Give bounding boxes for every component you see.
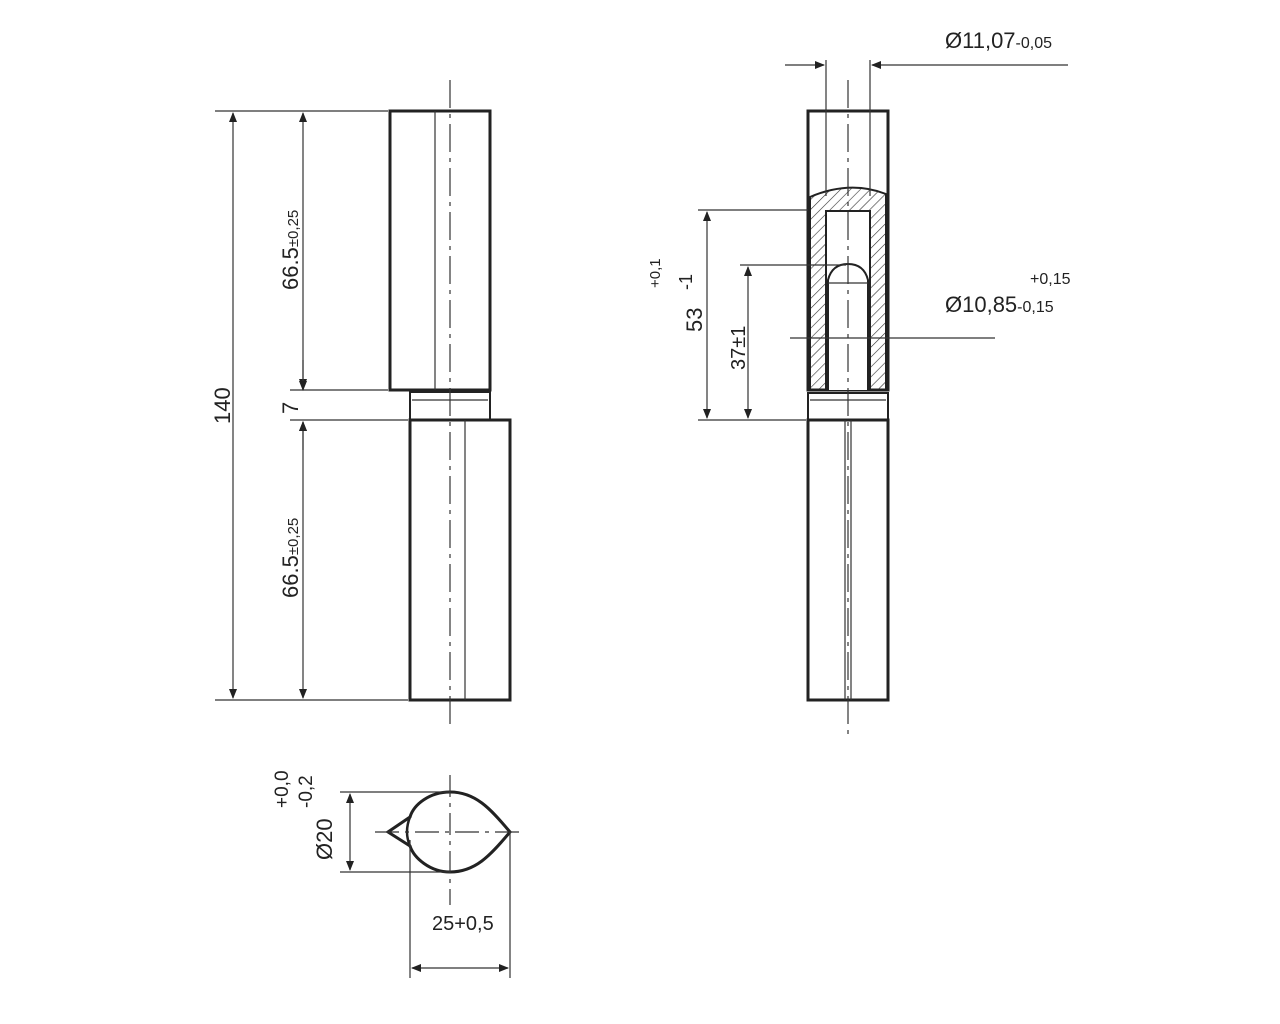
- dim-end-tol-upper: +0,0: [272, 770, 293, 808]
- dim-bore-tolerance: -0,05: [1016, 35, 1053, 52]
- dim-pin-tol-lower: -0,15: [1017, 299, 1054, 316]
- svg-text:Ø10,85-0,15: Ø10,85-0,15: [945, 292, 1054, 317]
- dim-upper-length: 66.5: [278, 247, 303, 290]
- dim-bore-diameter: Ø11,07: [945, 28, 1016, 53]
- dim-end-width: 25+0,5: [432, 913, 494, 935]
- dim-overall-length: 140: [210, 387, 235, 424]
- dim-gap: 7: [278, 402, 303, 414]
- dim-depth: 53: [682, 308, 707, 332]
- dim-lower-tolerance: ±0,25: [285, 518, 302, 555]
- dim-lower-length: 66.5: [278, 555, 303, 598]
- svg-text:66.5±0,25: 66.5±0,25: [278, 210, 303, 290]
- dim-end-diameter: Ø20: [312, 818, 337, 860]
- end-view: Ø20 +0,0 -0,2 25+0,5: [272, 770, 525, 978]
- dim-upper-tolerance: ±0,25: [285, 210, 302, 247]
- lower-knuckle: [408, 418, 512, 702]
- dim-depth-tol-upper: +0,1: [647, 258, 664, 288]
- dim-pin-diameter: Ø10,85: [945, 292, 1017, 317]
- hatched-section: [809, 186, 887, 391]
- dim-pin-length: 37±1: [728, 326, 750, 370]
- section-view: Ø11,07-0,05 +0,15 Ø10,85-0,15 53 -1 +0,1…: [647, 28, 1071, 735]
- dim-pin-tol-upper: +0,15: [1030, 271, 1071, 288]
- svg-text:Ø11,07-0,05: Ø11,07-0,05: [945, 28, 1052, 53]
- front-view: 140 66.5±0,25 7 66.5±0,25: [210, 80, 512, 730]
- svg-text:66.5±0,25: 66.5±0,25: [278, 518, 303, 598]
- dim-end-tol-lower: -0,2: [296, 775, 317, 808]
- upper-knuckle: [388, 109, 492, 392]
- dim-depth-tol-lower: -1: [676, 274, 696, 290]
